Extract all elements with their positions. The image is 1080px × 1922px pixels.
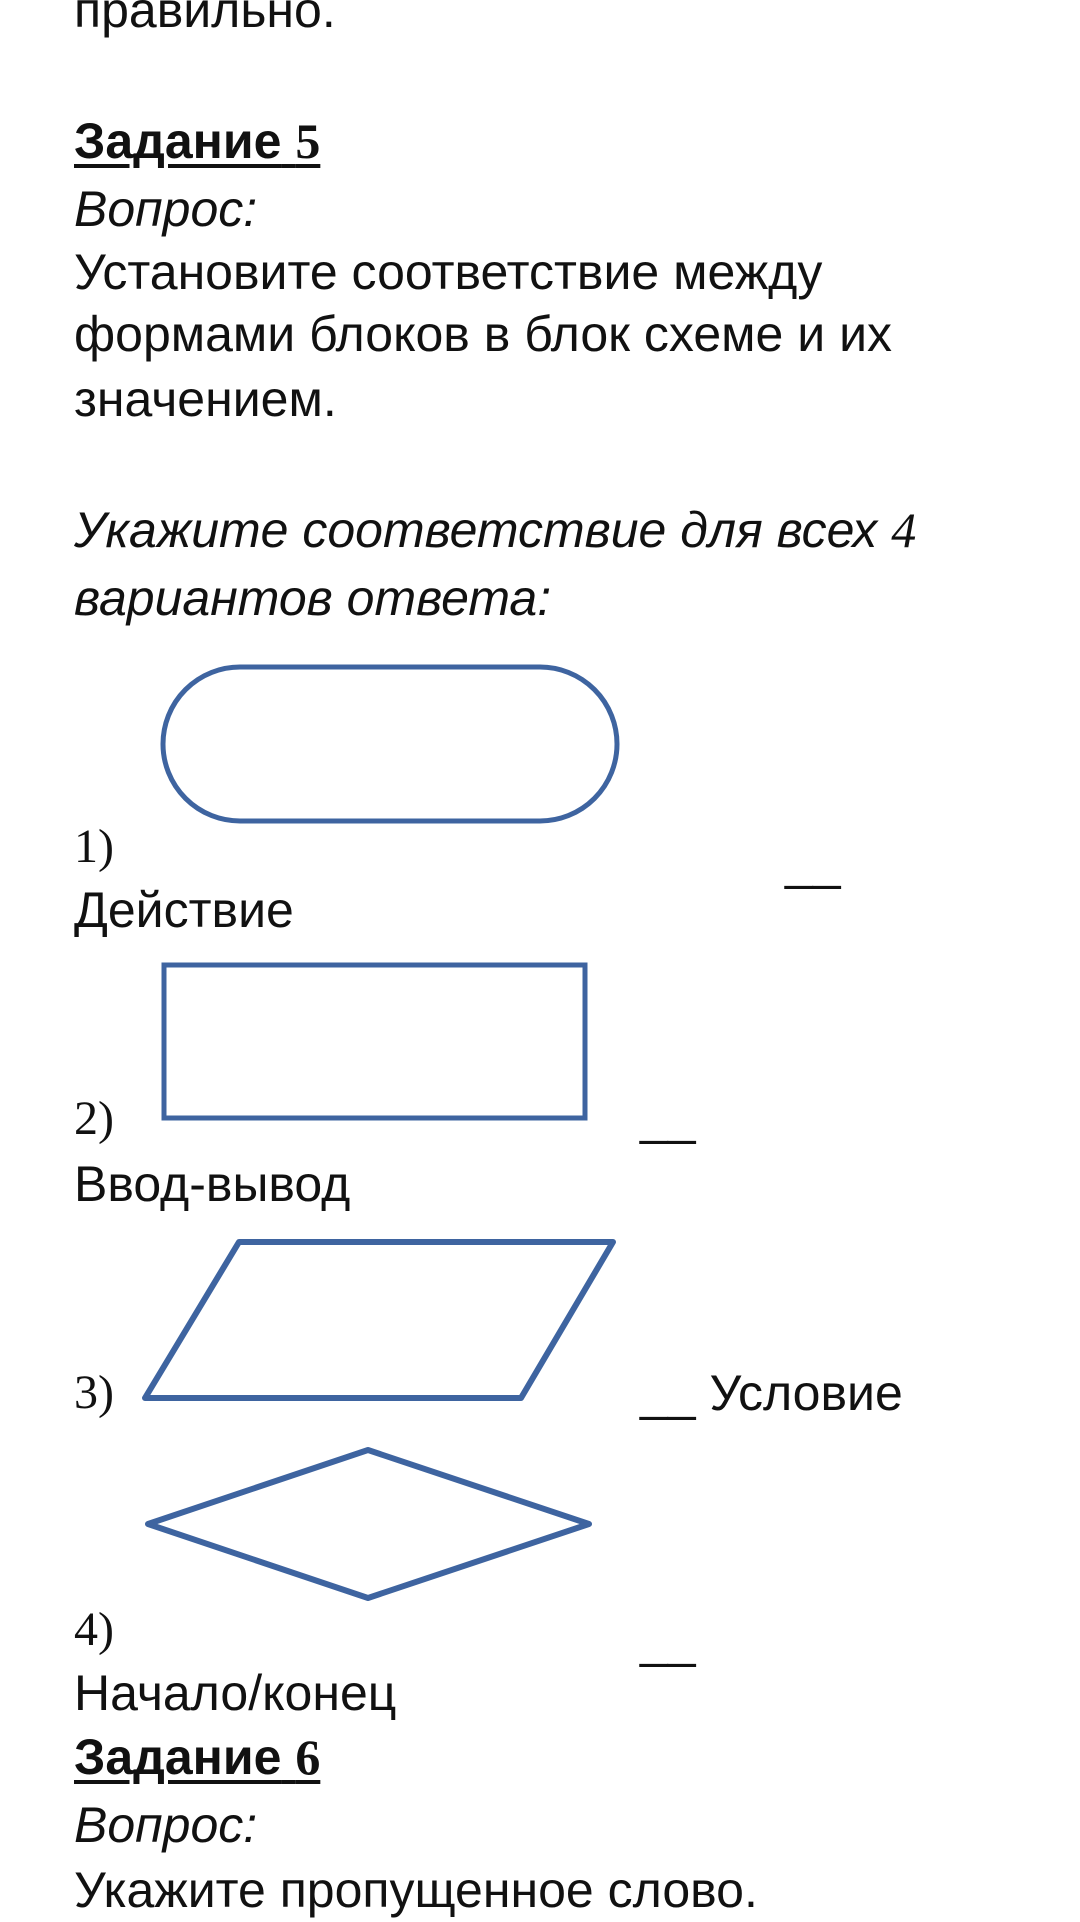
task5-instruction-line: Укажите соответствие для всех 4	[74, 498, 916, 562]
item-number: 3)	[74, 1366, 114, 1419]
process-shape	[161, 962, 588, 1121]
task6-heading-label: Задание	[74, 1729, 282, 1785]
decision-shape	[145, 1447, 592, 1601]
answer-option: Условие	[709, 1365, 903, 1421]
task6-heading: Задание 6	[74, 1725, 320, 1789]
item-number: 2)	[74, 1092, 114, 1145]
item-number: 1)	[74, 820, 114, 873]
task5-instruction-line: вариантов ответа:	[74, 570, 552, 626]
task5-question-line: значением.	[74, 371, 337, 427]
task5-heading-label: Задание	[74, 113, 282, 169]
task5-question-label: Вопрос:	[74, 181, 258, 237]
answer-row: __ Условие	[640, 1361, 903, 1425]
task6-heading-number: 6	[295, 1729, 321, 1785]
task5-question-line: Установите соответствие между	[74, 244, 823, 300]
item-number: 4)	[74, 1603, 114, 1656]
answer-option: Начало/конец	[74, 1665, 397, 1721]
previous-text-tail: правильно.	[74, 0, 336, 38]
answer-blank[interactable]: __	[785, 834, 841, 890]
answer-option: Ввод-вывод	[74, 1156, 351, 1212]
task6-question: Укажите пропущенное слово.	[74, 1862, 758, 1918]
task5-heading: Задание 5	[74, 109, 320, 173]
instruction-count: 4	[891, 502, 917, 558]
io-shape	[142, 1239, 616, 1401]
answer-option: Действие	[74, 882, 294, 938]
terminator-shape	[160, 664, 620, 824]
instruction-text: Укажите соответствие для всех	[74, 502, 878, 558]
answer-blank[interactable]: __	[640, 1365, 696, 1421]
task5-heading-number: 5	[295, 113, 321, 169]
task5-question-line: формами блоков в блок схеме и их	[74, 306, 892, 362]
task6-question-label: Вопрос:	[74, 1797, 258, 1853]
answer-blank[interactable]: __	[640, 1089, 696, 1145]
answer-blank[interactable]: __	[640, 1612, 696, 1668]
